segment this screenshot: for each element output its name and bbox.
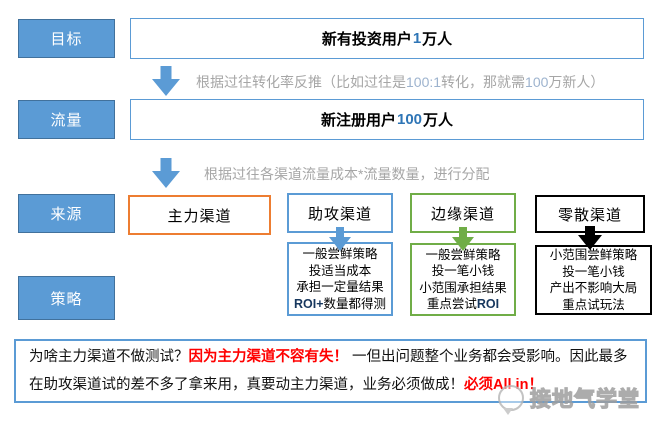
goal-text-number: 1 (412, 30, 422, 47)
channel-main: 主力渠道 (128, 195, 271, 235)
strategy-line: 投一笔小钱 (562, 264, 625, 279)
roi-label: ROI (476, 297, 500, 311)
row-label-goal: 目标 (18, 19, 115, 58)
down-arrow-icon (578, 226, 602, 250)
footer-allin-text: 必须All in！ (464, 376, 543, 393)
conversion-annotation-mid: 转化，那就需 (441, 74, 526, 90)
down-arrow-icon (152, 158, 180, 188)
row-label-strategy: 策略 (18, 276, 115, 320)
strategy-line: 小范围承担结果 (419, 280, 507, 295)
traffic-text-number: 100 (396, 111, 423, 128)
footer-note-box: 为啥主力渠道不做测试？因为主力渠道不容有失！ 一但出问题整个业务都会受影响。因此… (14, 339, 647, 403)
strategy-line: 一般尝鲜策略 (425, 247, 501, 262)
row-label-source: 来源 (18, 194, 115, 233)
channel-assist: 助攻渠道 (287, 193, 393, 233)
footer-text: 为啥主力渠道不做测试？ (29, 349, 189, 365)
strategy-line: 重点尝试ROI (427, 296, 499, 313)
row-label-traffic: 流量 (18, 100, 115, 139)
strategy-line: 产出不影响大局 (549, 281, 638, 295)
conversion-annotation: 根据过往转化率反推（比如过往是100:1转化，那就需100万新人） (196, 72, 604, 92)
strategy-line: 重点试玩法 (562, 297, 625, 312)
traffic-text-post: 万人 (423, 112, 454, 129)
down-arrow-icon (152, 66, 180, 96)
strategy-line: ROI+数量都得测 (294, 296, 386, 313)
roi-label: ROI+ (293, 296, 324, 311)
strategy-line-tail: 数量都得测 (323, 296, 387, 311)
conversion-count: 100 (525, 74, 549, 90)
strategy-line: 投适当成本 (308, 263, 372, 278)
strategy-edge-box: 一般尝鲜策略 投一笔小钱 小范围承担结果 重点尝试ROI (410, 243, 516, 316)
strategy-line: 承担一定量结果 (296, 280, 384, 294)
strategy-line: 投一笔小钱 (431, 264, 495, 278)
conversion-annotation-post: 万新人） (548, 74, 605, 90)
allocation-annotation: 根据过往各渠道流量成本*流量数量，进行分配 (204, 166, 490, 182)
footer-warning-text: 因为主力渠道不容有失！ (188, 349, 349, 365)
strategy-line: 小范围尝鲜策略 (549, 248, 638, 262)
strategy-assist-box: 一般尝鲜策略 投适当成本 承担一定量结果 ROI+数量都得测 (287, 242, 393, 316)
strategy-line-head: 重点尝试 (426, 297, 477, 311)
conversion-ratio: 100:1 (406, 74, 442, 90)
goal-text-pre: 新有投资用户 (321, 31, 412, 48)
goal-text-post: 万人 (422, 31, 453, 48)
strategy-scatter-box: 小范围尝鲜策略 投一笔小钱 产出不影响大局 重点试玩法 (535, 245, 652, 315)
traffic-text-pre: 新注册用户 (320, 112, 396, 129)
footer-text: 一但出问题整个业务都会受影响。因此最多在助攻渠道试的差不多了拿来用，真要动主力渠… (29, 349, 628, 393)
down-arrow-icon (452, 227, 474, 251)
down-arrow-icon (329, 227, 351, 251)
conversion-annotation-pre: 根据过往转化率反推（比如过往是 (196, 74, 406, 90)
strategy-line: 一般尝鲜策略 (302, 247, 378, 261)
